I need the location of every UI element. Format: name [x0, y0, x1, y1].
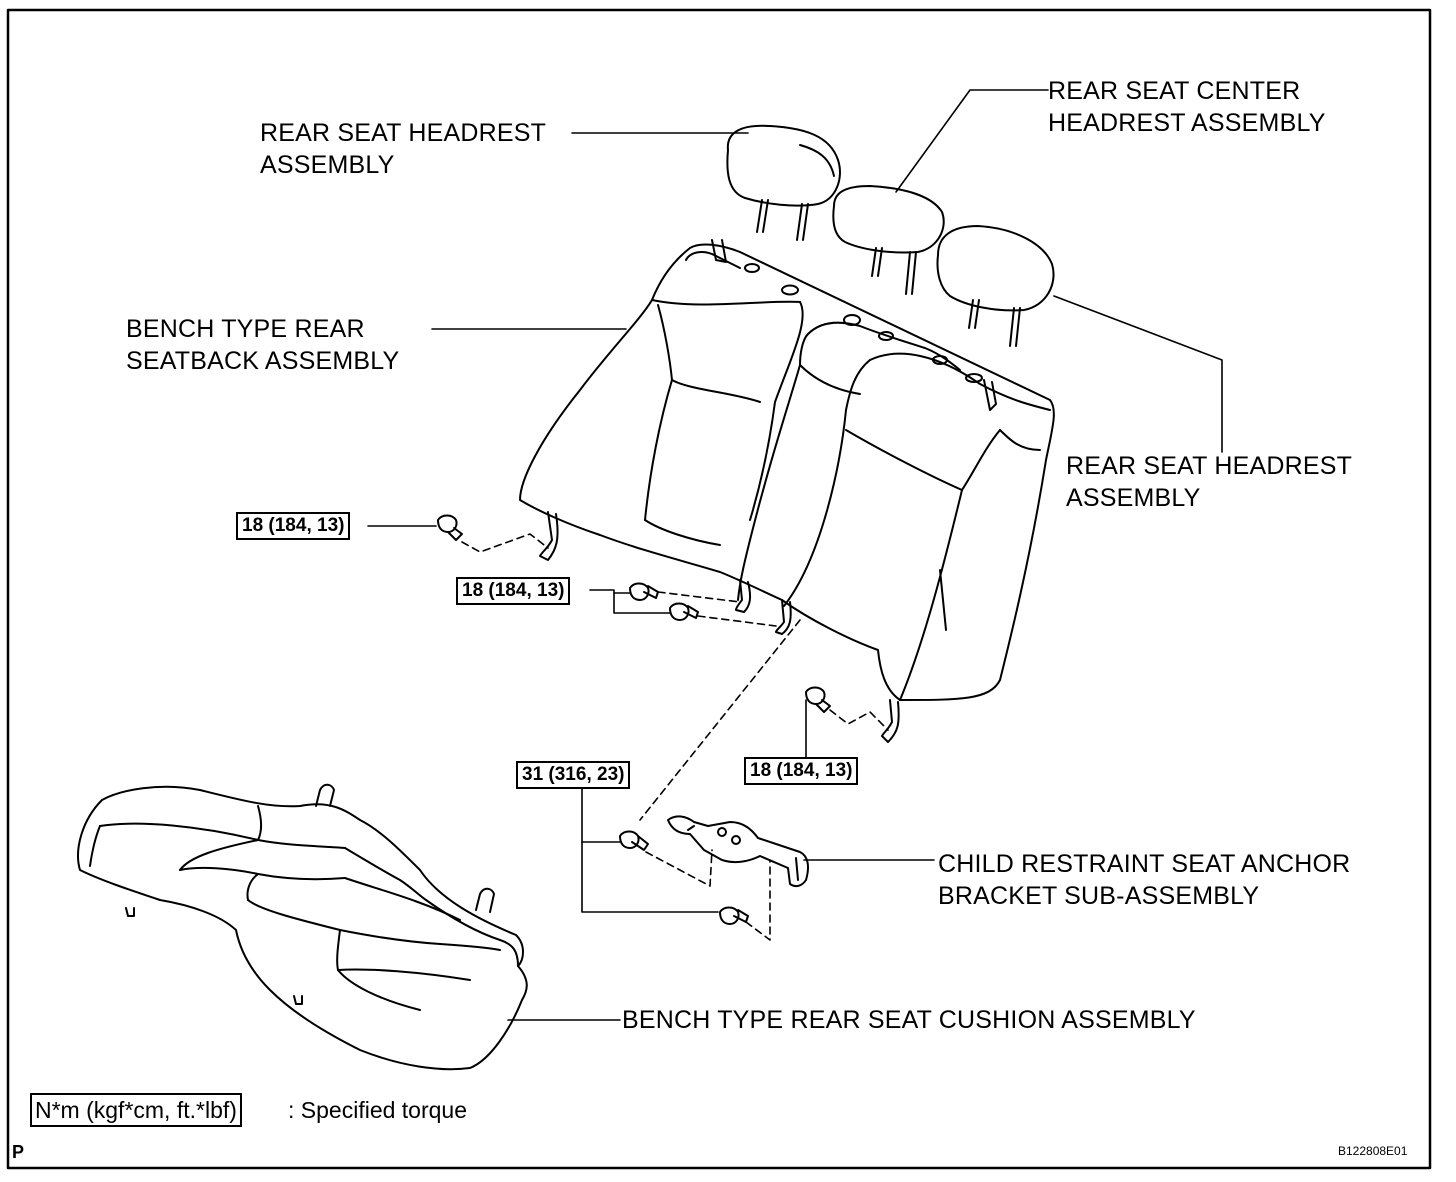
label-line: SEATBACK ASSEMBLY: [126, 347, 400, 375]
center-headrest-drawing: [832, 185, 945, 295]
label-line: BRACKET SUB-ASSEMBLY: [938, 882, 1260, 910]
label-line: CHILD RESTRAINT SEAT ANCHOR: [938, 850, 1351, 878]
torque-box-seatback-center: 18 (184, 13): [456, 577, 571, 605]
left-headrest-drawing: [726, 124, 841, 241]
label-child-restraint-anchor: CHILD RESTRAINT SEAT ANCHOR BRACKET SUB-…: [938, 848, 1350, 912]
torque-box-anchor: 31 (316, 23): [516, 761, 631, 789]
label-line: BENCH TYPE REAR: [126, 315, 365, 343]
label-line: REAR SEAT HEADREST: [260, 119, 547, 147]
label-line: HEADREST ASSEMBLY: [1048, 109, 1326, 137]
label-line: REAR SEAT HEADREST: [1066, 452, 1353, 480]
anchor-bracket-drawing: [667, 815, 809, 888]
label-line: REAR SEAT CENTER: [1048, 77, 1301, 105]
page-mark: P: [12, 1142, 25, 1162]
dashed-lines: [461, 533, 889, 941]
label-rear-seat-center-headrest: REAR SEAT CENTER HEADREST ASSEMBLY: [1048, 75, 1326, 139]
label-line: ASSEMBLY: [1066, 484, 1201, 512]
legend-torque-description: : Specified torque: [288, 1097, 468, 1123]
bolt-4: [805, 686, 831, 713]
bolt-2: [629, 582, 659, 601]
label-rear-seat-headrest-right: REAR SEAT HEADREST ASSEMBLY: [1066, 450, 1352, 514]
legend-torque-unit-box: N*m (kgf*cm, ft.*lbf): [30, 1093, 242, 1127]
figure-code: B122808E01: [1338, 1144, 1408, 1158]
right-headrest-drawing: [936, 225, 1055, 347]
seatback-drawing: [519, 239, 1055, 743]
bolt-1: [437, 514, 463, 541]
frame-border: [6, 8, 1432, 1170]
bolts-drawing: [437, 514, 831, 925]
label-rear-seat-headrest-left: REAR SEAT HEADREST ASSEMBLY: [260, 117, 546, 181]
bolt-6: [719, 906, 749, 925]
bolt-5: [619, 830, 649, 851]
leader-lines: [367, 89, 1223, 1021]
seat-cushion-drawing: [77, 783, 528, 1071]
label-bench-seat-cushion: BENCH TYPE REAR SEAT CUSHION ASSEMBLY: [622, 1006, 1196, 1034]
torque-box-seatback-left: 18 (184, 13): [236, 512, 351, 540]
label-line: ASSEMBLY: [260, 151, 395, 179]
torque-box-seatback-right: 18 (184, 13): [744, 757, 859, 785]
bolt-3: [669, 602, 699, 621]
label-bench-seatback: BENCH TYPE REAR SEATBACK ASSEMBLY: [126, 313, 399, 377]
